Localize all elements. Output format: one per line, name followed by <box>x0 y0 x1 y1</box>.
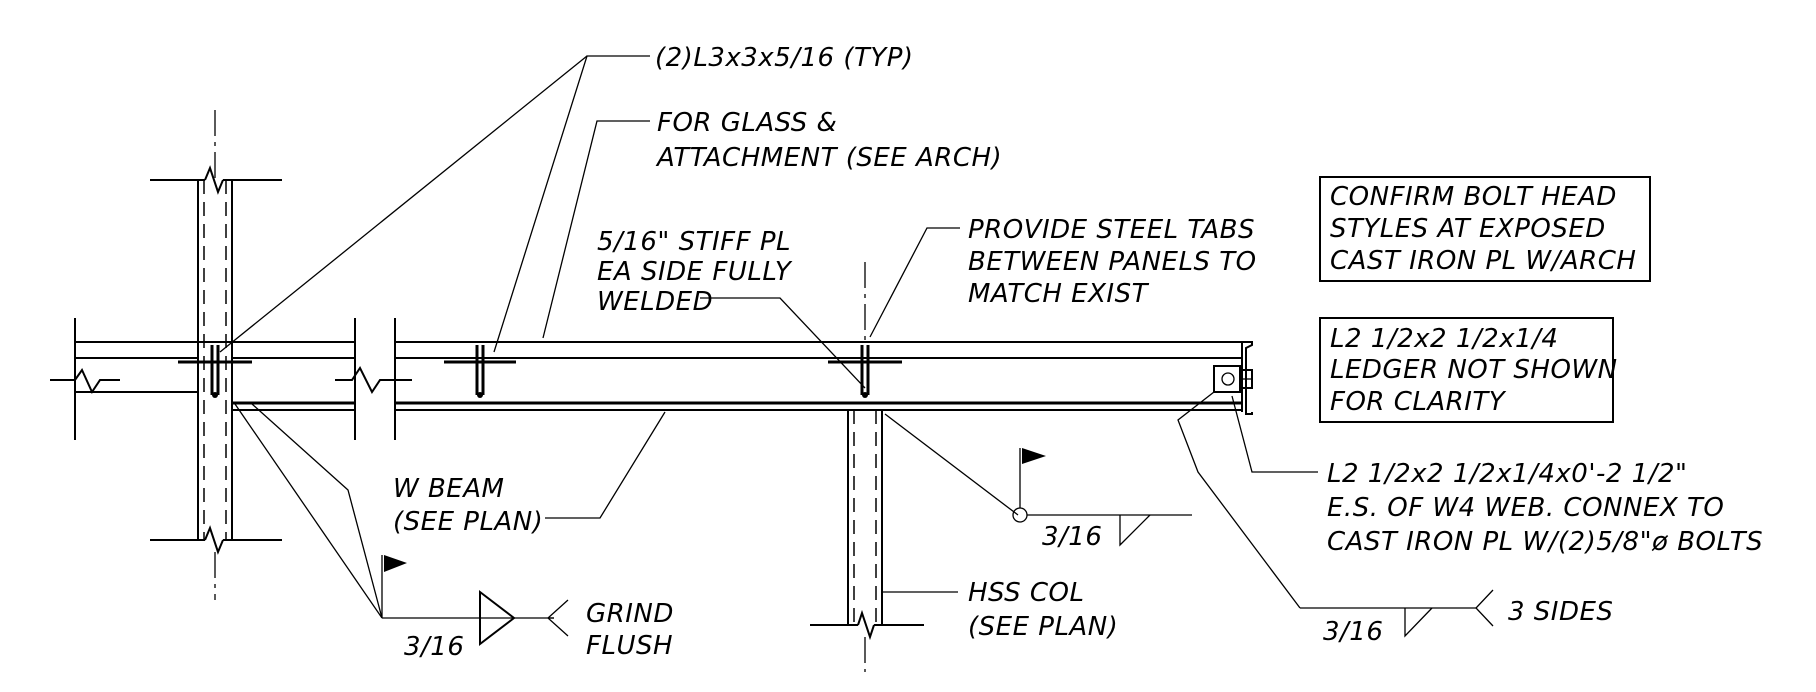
ledger-box-line1: L2 1/2x2 1/2x1/4 <box>1330 324 1558 354</box>
glass-note-line2: ATTACHMENT (SEE ARCH) <box>655 143 1002 173</box>
weld-symbol-left <box>381 555 569 647</box>
weld-size-right: 3/16 <box>1323 617 1383 647</box>
angle-pair-left-column <box>178 345 252 398</box>
angle-connex-line2: E.S. OF W4 WEB. CONNEX TO <box>1327 493 1724 523</box>
weld-size-left: 3/16 <box>404 632 464 662</box>
bolt-head-box-line2: STYLES AT EXPOSED <box>1330 214 1606 244</box>
stiff-note-line2: EA SIDE FULLY <box>597 257 793 287</box>
stiff-note-line3: WELDED <box>597 287 713 317</box>
angle-pair-hss <box>828 345 902 398</box>
grind-note-line2: FLUSH <box>586 631 673 661</box>
tabs-note-line1: PROVIDE STEEL TABS <box>968 215 1255 245</box>
glass-note-line1: FOR GLASS & <box>657 108 837 138</box>
hss-column <box>810 262 924 672</box>
three-sides-note: 3 SIDES <box>1508 597 1613 627</box>
beam-left-segment <box>50 318 355 440</box>
grind-note-line1: GRIND <box>586 599 674 629</box>
ledger-box-line3: FOR CLARITY <box>1330 387 1507 417</box>
hss-note-line1: HSS COL <box>968 578 1085 608</box>
weld-symbol-right <box>1300 589 1494 638</box>
ledger-note-box <box>1319 317 1614 423</box>
left-column <box>150 110 282 600</box>
angle-connex-line1: L2 1/2x2 1/2x1/4x0'-2 1/2" <box>1327 459 1687 489</box>
angle-pair-mid <box>444 345 516 398</box>
angle-connex-line3: CAST IRON PL W/(2)5/8"ø BOLTS <box>1327 527 1763 557</box>
tabs-note-line2: BETWEEN PANELS TO <box>968 247 1257 277</box>
beam-main-segment <box>395 341 1253 415</box>
bolt-head-note-box <box>1319 176 1651 282</box>
w-beam-note-line2: (SEE PLAN) <box>393 507 543 537</box>
tabs-note-line3: MATCH EXIST <box>968 279 1150 309</box>
ledger-box-line2: LEDGER NOT SHOWN <box>1330 355 1618 385</box>
weld-symbol-middle <box>1012 448 1192 547</box>
bolt-head-box-line3: CAST IRON PL W/ARCH <box>1330 246 1636 276</box>
leader-lines <box>219 55 1318 619</box>
bolt-head-box-line1: CONFIRM BOLT HEAD <box>1330 182 1617 212</box>
stiff-note-line1: 5/16" STIFF PL <box>597 227 791 257</box>
angles-typ-note: (2)L3x3x5/16 (TYP) <box>655 43 914 73</box>
w-beam-note-line1: W BEAM <box>393 474 504 504</box>
weld-size-middle: 3/16 <box>1042 522 1102 552</box>
beam-break-symbol <box>335 318 412 440</box>
hss-note-line2: (SEE PLAN) <box>968 612 1118 642</box>
